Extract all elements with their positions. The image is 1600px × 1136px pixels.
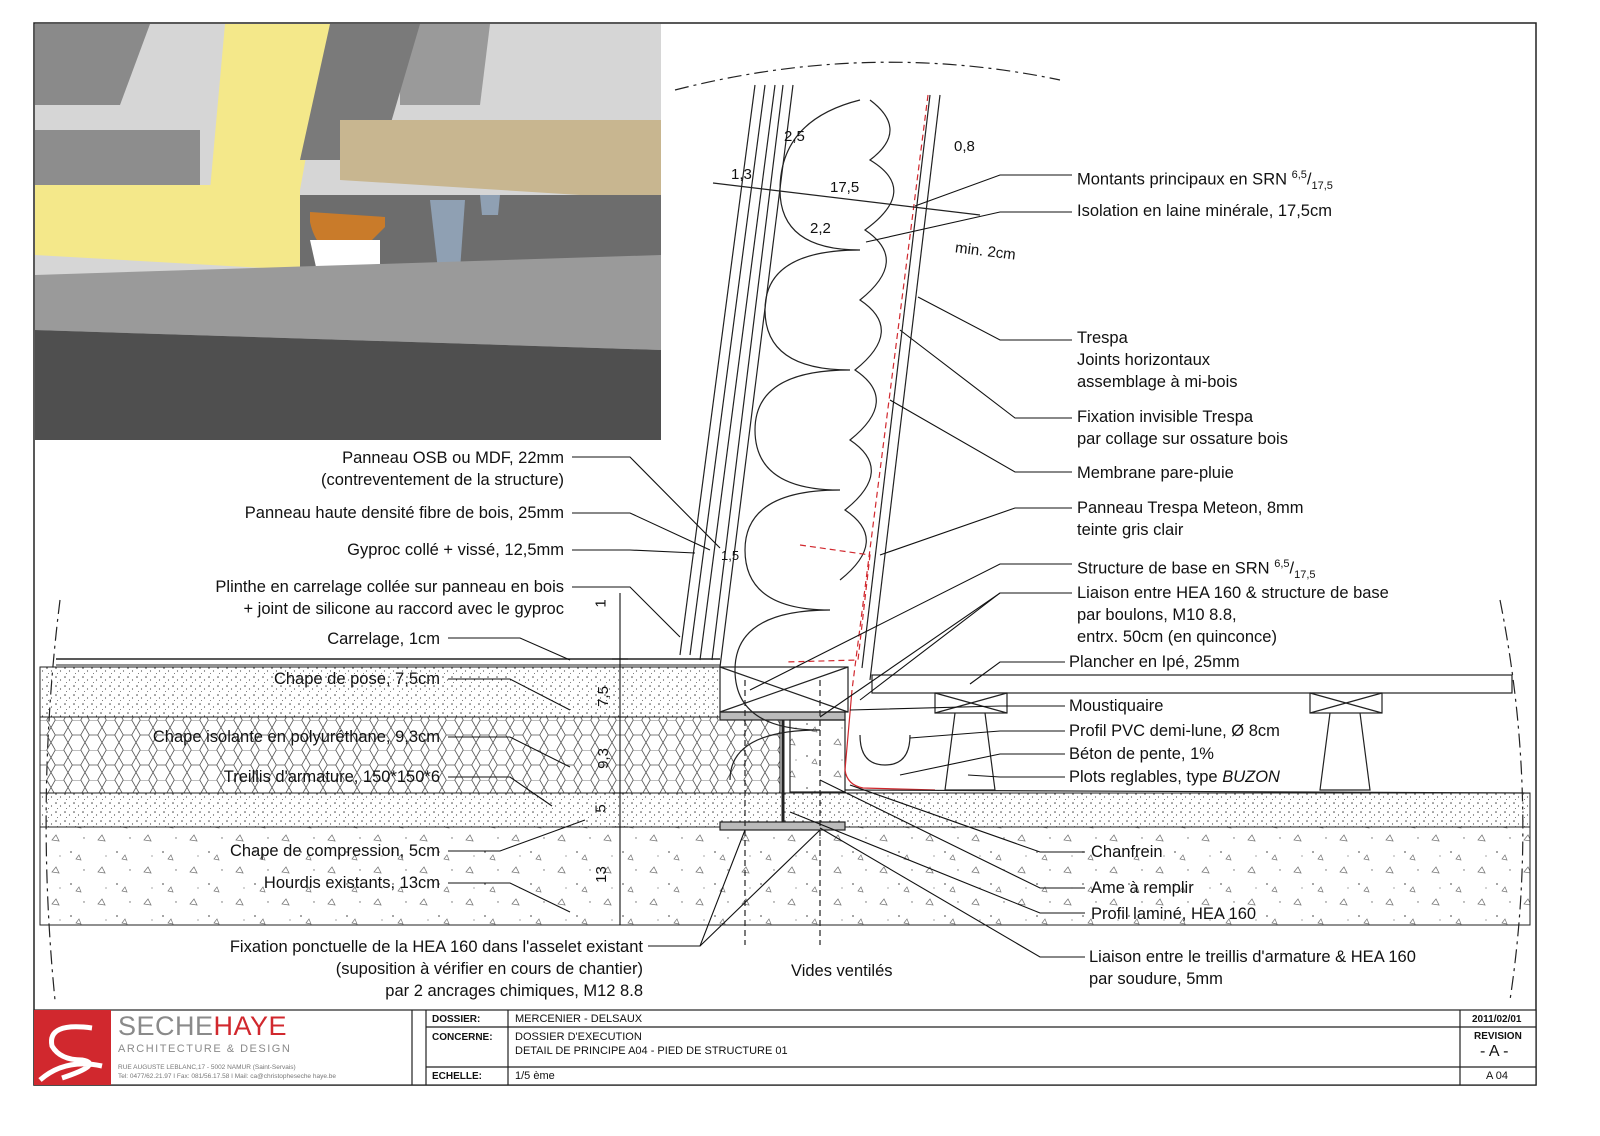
label-carrelage: Carrelage, 1cm: [327, 630, 440, 648]
label-liaison-treillis: Liaison entre le treillis d'armature & H…: [1089, 948, 1416, 988]
date-value: 2011/02/01: [1472, 1014, 1522, 1025]
echelle-value: 1/5 ème: [515, 1070, 555, 1082]
dim-v-1: 1: [592, 599, 610, 608]
label-gyproc: Gyproc collé + vissé, 12,5mm: [347, 541, 564, 559]
dim-v-5: 5: [592, 804, 610, 813]
firm-contact: Tel: 0477/62.21.97 I Fax: 081/56.17.58 I…: [118, 1073, 336, 1080]
label-ame: Ame à remplir: [1091, 879, 1194, 897]
firm-address: RUE AUGUSTE LEBLANC,17 - 5002 NAMUR (Sai…: [118, 1064, 296, 1071]
label-fibre: Panneau haute densité fibre de bois, 25m…: [244, 504, 564, 522]
dim-v-9-3: 9,3: [594, 748, 612, 769]
dim-v-7-5: 7,5: [594, 686, 612, 707]
echelle-label: ECHELLE:: [432, 1071, 482, 1082]
dim-17-5: 17,5: [830, 179, 860, 196]
firm-subtitle: ARCHITECTURE & DESIGN: [118, 1043, 292, 1055]
dim-1-3: 1,3: [731, 166, 752, 183]
label-montants: Montants principaux en SRN 6,5/17,5: [1077, 169, 1333, 192]
revision-label: REVISION: [1474, 1031, 1522, 1042]
concerne-line-1: DOSSIER D'EXECUTION: [515, 1031, 642, 1043]
hea-profile: [719, 666, 849, 945]
label-isolation: Isolation en laine minérale, 17,5cm: [1077, 202, 1332, 220]
label-plinthe: Plinthe en carrelage collée sur panneau …: [215, 578, 564, 618]
label-chanfrein: Chanfrein: [1091, 843, 1163, 861]
label-osb: Panneau OSB ou MDF, 22mm(contreventement…: [320, 449, 564, 489]
label-moustiquaire: Moustiquaire: [1069, 697, 1164, 715]
dim-2-5: 2,5: [784, 128, 805, 145]
label-profil-lamine: Profil laminé, HEA 160: [1091, 905, 1257, 923]
floor-layers: [39, 658, 1531, 926]
label-fixation: Fixation ponctuelle de la HEA 160 dans l…: [229, 938, 643, 1000]
firm-name: SECHEHAYE: [118, 1011, 288, 1041]
dim-v-13: 13: [592, 866, 610, 883]
terrace-deck: [844, 674, 1531, 794]
label-beton: Béton de pente, 1%: [1069, 745, 1214, 763]
dim-2-2: 2,2: [810, 220, 831, 237]
label-membrane: Membrane pare-pluie: [1077, 464, 1234, 482]
logo-s-icon: [38, 1024, 103, 1082]
label-chape-compression: Chape de compression, 5cm: [229, 842, 440, 860]
render-3d: [35, 24, 661, 440]
label-treillis: Treillis d'armature, 150*150*6: [223, 768, 440, 786]
leader-lines: [448, 174, 1085, 958]
label-plancher: Plancher en Ipé, 25mm: [1069, 653, 1240, 671]
dim-1-5: 1,5: [721, 548, 740, 563]
label-chape-pose: Chape de pose, 7,5cm: [273, 670, 440, 688]
title-block-frame: [33, 1009, 1537, 1086]
concerne-line-2: DETAIL DE PRINCIPE A04 - PIED DE STRUCTU…: [515, 1045, 788, 1057]
label-vides-ventiles: Vides ventilés: [791, 962, 893, 980]
label-structure-base: Structure de base en SRN 6,5/17,5: [1077, 558, 1316, 581]
label-plots: Plots reglables, type BUZON: [1069, 768, 1280, 786]
label-hourdis: Hourdis existants, 13cm: [263, 874, 440, 892]
dossier-value: MERCENIER - DELSAUX: [515, 1013, 643, 1025]
wall-section: [679, 84, 981, 791]
label-liaison-hea: Liaison entre HEA 160 & structure de bas…: [1077, 584, 1389, 646]
sheet-number: A 04: [1486, 1070, 1509, 1082]
dim-0-8: 0,8: [954, 138, 975, 155]
concerne-label: CONCERNE:: [432, 1032, 493, 1043]
label-profil-pvc: Profil PVC demi-lune, Ø 8cm: [1069, 722, 1280, 740]
label-chape-isolante: Chape isolante en polyuréthane, 9,3cm: [152, 728, 440, 746]
dossier-label: DOSSIER:: [432, 1014, 481, 1025]
revision-value: - A -: [1480, 1043, 1509, 1060]
